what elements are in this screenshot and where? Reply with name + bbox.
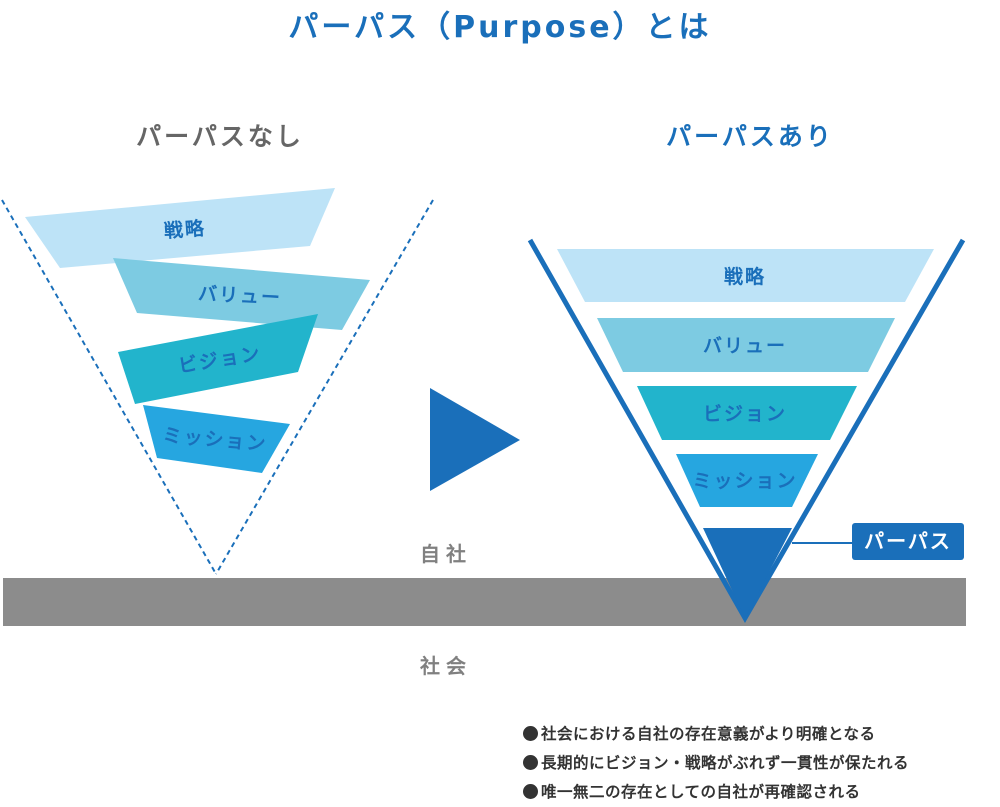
left-layer-mission: ミッション bbox=[143, 405, 290, 473]
purpose-badge: パーパス bbox=[852, 523, 964, 560]
right-layer-mission-label: ミッション bbox=[692, 470, 797, 492]
right-layer-vision: ビジョン bbox=[637, 386, 857, 440]
left-layer-strategy-label: 戦略 bbox=[163, 217, 207, 243]
without-purpose-heading: パーパスなし bbox=[136, 122, 304, 151]
right-layer-value: バリュー bbox=[597, 318, 895, 372]
purpose-core bbox=[703, 528, 792, 618]
bullet-icon bbox=[523, 755, 538, 770]
benefit-text: 長期的にビジョン・戦略がぶれず一貫性が保たれる bbox=[541, 754, 910, 772]
society-label: 社会 bbox=[420, 654, 472, 678]
benefit-item: 長期的にビジョン・戦略がぶれず一貫性が保たれる bbox=[523, 749, 909, 778]
right-layer-strategy: 戦略 bbox=[557, 249, 934, 302]
benefit-text: 社会における自社の存在意義がより明確となる bbox=[541, 725, 876, 743]
left-layer-strategy: 戦略 bbox=[25, 188, 335, 268]
arrow-right-icon bbox=[430, 388, 520, 491]
benefit-item: 唯一無二の存在としての自社が再確認される bbox=[523, 778, 909, 807]
with-purpose-heading: パーパスあり bbox=[666, 122, 834, 151]
ground-bar bbox=[3, 578, 966, 626]
benefit-list: 社会における自社の存在意義がより明確となる 長期的にビジョン・戦略がぶれず一貫性… bbox=[523, 720, 909, 807]
right-layer-value-label: バリュー bbox=[703, 335, 787, 357]
right-layer-strategy-label: 戦略 bbox=[724, 265, 766, 288]
left-layer-value: バリュー bbox=[113, 258, 370, 330]
left-funnel-right-edge bbox=[215, 199, 434, 575]
benefit-item: 社会における自社の存在意義がより明確となる bbox=[523, 720, 909, 749]
self-company-label: 自社 bbox=[420, 542, 472, 566]
left-layer-value-label: バリュー bbox=[197, 283, 282, 309]
left-layer-vision: ビジョン bbox=[118, 314, 318, 404]
right-layer-vision-label: ビジョン bbox=[703, 403, 787, 425]
benefit-text: 唯一無二の存在としての自社が再確認される bbox=[541, 783, 861, 801]
page-title: パーパス（Purpose）とは bbox=[288, 10, 712, 45]
bullet-icon bbox=[523, 784, 538, 799]
bullet-icon bbox=[523, 726, 538, 741]
right-layer-mission: ミッション bbox=[676, 454, 818, 507]
